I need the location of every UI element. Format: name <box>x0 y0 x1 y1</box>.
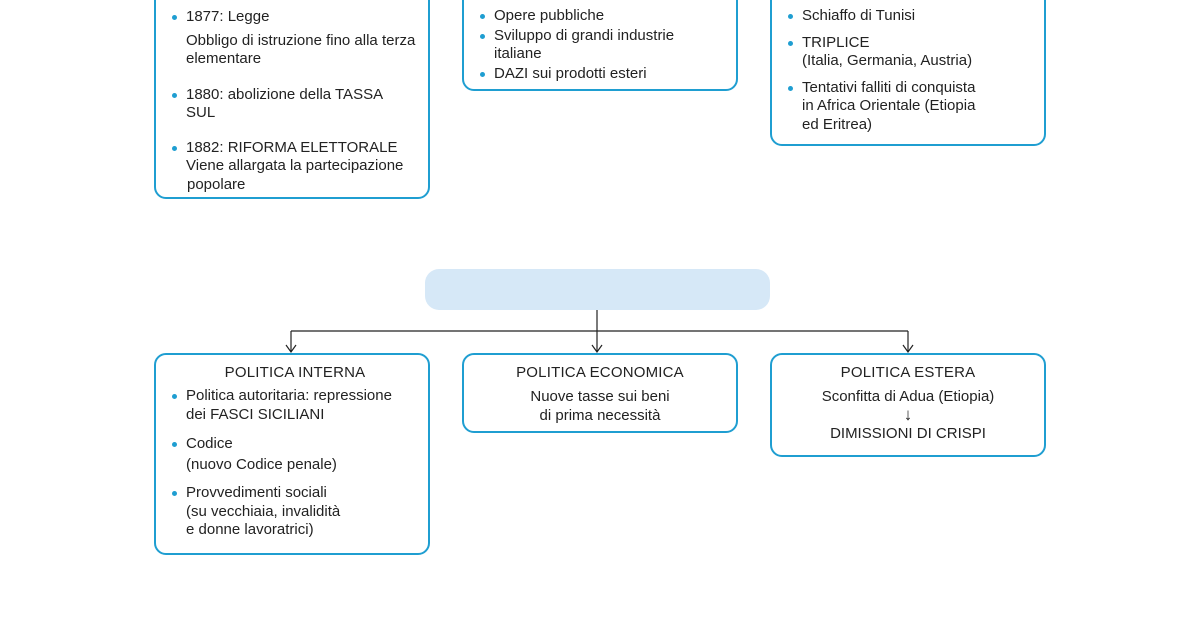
heading-pill <box>425 269 770 310</box>
list-item: Codice (nuovo Codice penale) <box>170 435 420 474</box>
item-text: DAZI sui prodotti esteri <box>494 64 647 82</box>
item-text: elementare <box>186 50 262 67</box>
politica-interna-box: POLITICA INTERNA Politica autoritaria: r… <box>154 353 430 555</box>
list-item: TRIPLICE (Italia, Germania, Austria) <box>786 34 1036 71</box>
item-text: Opere pubbliche <box>494 7 605 24</box>
top-left-list: 1877: Legge Obbligo di istruzione fino a… <box>170 8 420 194</box>
list-item: Schiaffo di Tunisi <box>786 7 1036 26</box>
arrowhead-left <box>285 344 297 354</box>
item-text: e donne lavoratrici) <box>186 521 314 538</box>
list-item: 1877: Legge Obbligo di istruzione fino a… <box>170 8 420 69</box>
top-left-box: 1877: Legge Obbligo di istruzione fino a… <box>154 0 430 199</box>
item-text: (su vecchiaia, invalidità <box>186 502 341 520</box>
list-item: 1882: RIFORMA ELETTORALE Viene allargata… <box>170 139 420 195</box>
item-text: Provvedimenti sociali <box>186 484 327 501</box>
item-text: 1877: Legge <box>186 8 270 25</box>
item-text: TRIPLICE <box>802 33 870 51</box>
list-item: Opere pubbliche <box>478 7 728 26</box>
box-text-line: Sconfitta di Adua (Etiopia) <box>821 388 995 405</box>
item-text: Obbligo di istruzione fino alla terza <box>186 31 416 49</box>
item-text: SUL <box>186 104 216 121</box>
top-middle-list: Opere pubbliche Sviluppo di grandi indus… <box>478 7 728 83</box>
item-text: 1880: abolizione della TASSA <box>186 85 384 103</box>
box-title: POLITICA ECONOMICA <box>516 364 684 381</box>
list-item: 1880: abolizione della TASSA SUL <box>170 86 420 123</box>
item-text: Schiaffo di Tunisi <box>802 7 916 24</box>
item-text: Tentativi falliti di conquista <box>802 78 976 96</box>
list-item: Politica autoritaria: repressione dei FA… <box>170 387 420 424</box>
item-text: in Africa Orientale (Etiopia <box>802 97 976 114</box>
arrowhead-right <box>902 344 914 354</box>
item-text: (Italia, Germania, Austria) <box>802 52 973 69</box>
box-text-line: di prima necessità <box>539 407 661 424</box>
politica-interna-list: Politica autoritaria: repressione dei FA… <box>170 387 420 540</box>
item-text: Politica autoritaria: repressione <box>186 387 392 404</box>
top-middle-box: Opere pubbliche Sviluppo di grandi indus… <box>462 0 738 91</box>
item-text: Viene allargata la partecipazione <box>186 157 404 174</box>
item-text: Codice <box>186 435 233 452</box>
politica-economica-box: POLITICA ECONOMICA Nuove tasse sui beni … <box>462 353 738 433</box>
list-item: DAZI sui prodotti esteri <box>478 65 728 84</box>
item-text: popolare <box>187 175 246 193</box>
top-right-box: Schiaffo di Tunisi TRIPLICE (Italia, Ger… <box>770 0 1046 146</box>
item-text: ed Eritrea) <box>802 115 873 133</box>
box-text-line: Nuove tasse sui beni <box>530 388 670 405</box>
item-text: (nuovo Codice penale) <box>186 455 337 473</box>
box-title: POLITICA ESTERA <box>840 364 976 381</box>
politica-estera-box: POLITICA ESTERA Sconfitta di Adua (Etiop… <box>770 353 1046 457</box>
box-text: Sconfitta di Adua (Etiopia) ↓ DIMISSIONI… <box>780 387 1036 443</box>
list-item: Sviluppo di grandi industrie italiane <box>478 27 728 64</box>
item-text: dei FASCI SICILIANI <box>186 405 325 423</box>
list-item: Tentativi falliti di conquista in Africa… <box>786 79 1036 135</box>
item-text: Sviluppo di grandi industrie <box>494 26 675 44</box>
item-text: 1882: RIFORMA ELETTORALE <box>186 138 398 156</box>
top-right-list: Schiaffo di Tunisi TRIPLICE (Italia, Ger… <box>786 7 1036 134</box>
item-text: italiane <box>494 45 542 62</box>
box-title: POLITICA INTERNA <box>224 364 366 381</box>
box-text-line: DIMISSIONI DI CRISPI <box>830 425 986 442</box>
list-item: Provvedimenti sociali (su vecchiaia, inv… <box>170 484 420 540</box>
arrowhead-middle <box>591 344 603 354</box>
down-arrow-icon: ↓ <box>903 405 913 424</box>
box-text: Nuove tasse sui beni di prima necessità <box>472 387 728 425</box>
